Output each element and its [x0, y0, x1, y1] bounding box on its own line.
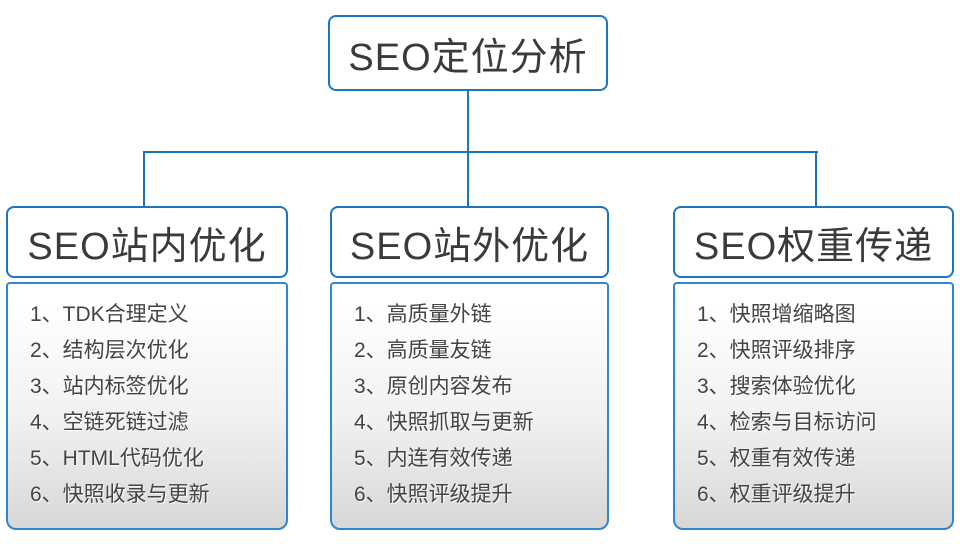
- list-item: 4、空链死链过滤: [30, 411, 189, 434]
- connector-drop-middle: [467, 151, 469, 207]
- list-item: 4、检索与目标访问: [697, 411, 877, 434]
- list-item: 2、高质量友链: [354, 339, 492, 362]
- branch-onsite-optimization: SEO站内优化 1、TDK合理定义 2、结构层次优化 3、站内标签优化 4、空链…: [6, 206, 288, 530]
- list-item: 2、快照评级排序: [697, 339, 856, 362]
- branch-header-label: SEO权重传递: [693, 225, 934, 268]
- branch-header-label: SEO站外优化: [349, 225, 590, 268]
- list-item: 1、高质量外链: [354, 303, 492, 326]
- list-item: 3、原创内容发布: [354, 375, 513, 398]
- list-item: 5、权重有效传递: [697, 447, 856, 470]
- list-item: 5、HTML代码优化: [30, 447, 204, 470]
- list-item: 3、搜索体验优化: [697, 375, 856, 398]
- list-item: 6、快照收录与更新: [30, 483, 210, 506]
- connector-horizontal-bar: [143, 151, 818, 153]
- branch-header-label: SEO站内优化: [27, 225, 267, 268]
- list-item: 2、结构层次优化: [30, 339, 189, 362]
- list-item: 5、内连有效传递: [354, 447, 513, 470]
- branch-header: SEO权重传递: [673, 206, 954, 278]
- list-item: 4、快照抓取与更新: [354, 411, 534, 434]
- connector-drop-right: [815, 151, 817, 207]
- branch-item-list: 1、高质量外链 2、高质量友链 3、原创内容发布 4、快照抓取与更新 5、内连有…: [330, 282, 609, 530]
- branch-header: SEO站外优化: [330, 206, 609, 278]
- root-node-label: SEO定位分析: [348, 36, 588, 79]
- branch-item-list: 1、快照增缩略图 2、快照评级排序 3、搜索体验优化 4、检索与目标访问 5、权…: [673, 282, 954, 530]
- list-item: 6、快照评级提升: [354, 483, 513, 506]
- connector-root-stem: [467, 90, 469, 152]
- branch-offsite-optimization: SEO站外优化 1、高质量外链 2、高质量友链 3、原创内容发布 4、快照抓取与…: [330, 206, 609, 530]
- list-item: 3、站内标签优化: [30, 375, 189, 398]
- branch-header: SEO站内优化: [6, 206, 288, 278]
- root-node: SEO定位分析: [328, 15, 608, 91]
- branch-item-list: 1、TDK合理定义 2、结构层次优化 3、站内标签优化 4、空链死链过滤 5、H…: [6, 282, 288, 530]
- branch-weight-transfer: SEO权重传递 1、快照增缩略图 2、快照评级排序 3、搜索体验优化 4、检索与…: [673, 206, 954, 530]
- list-item: 1、快照增缩略图: [697, 303, 856, 326]
- connector-drop-left: [143, 151, 145, 207]
- list-item: 6、权重评级提升: [697, 483, 856, 506]
- list-item: 1、TDK合理定义: [30, 303, 189, 326]
